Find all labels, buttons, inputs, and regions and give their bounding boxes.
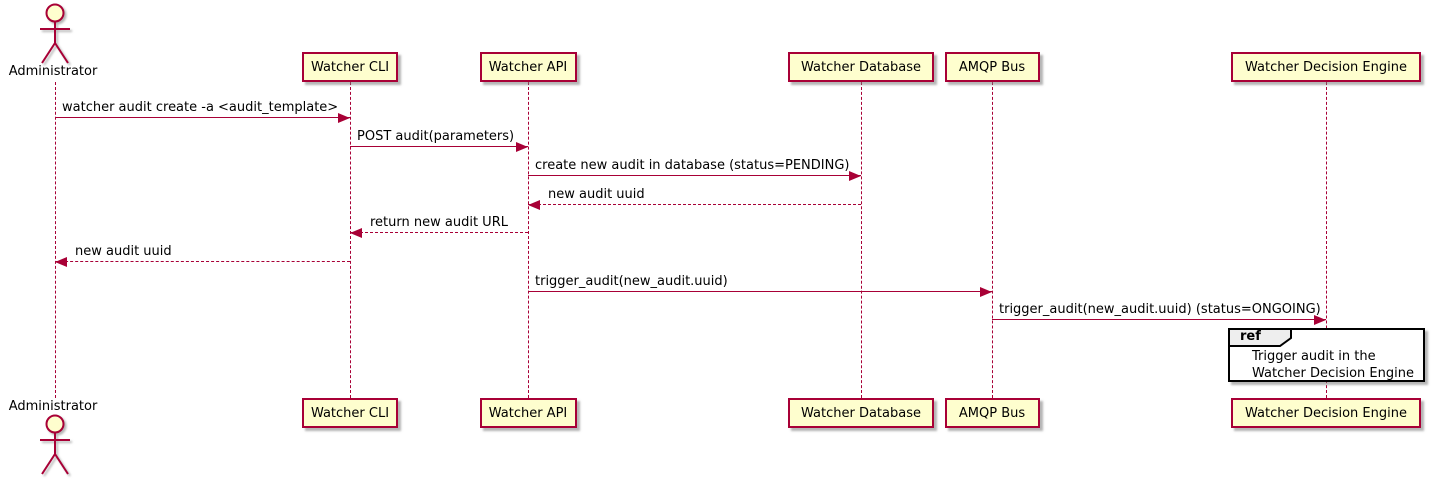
participant-watcher-database: Watcher Database xyxy=(788,52,934,82)
participant-watcher-api: Watcher API xyxy=(479,398,577,428)
message-line xyxy=(55,261,350,262)
message-label: watcher audit create -a <audit_template> xyxy=(62,100,339,115)
arrowhead-icon xyxy=(55,256,67,267)
lifeline-watcher-api xyxy=(528,82,529,398)
lifeline-amqp-bus xyxy=(992,82,993,398)
message-line xyxy=(528,175,861,176)
message-label: trigger_audit(new_audit.uuid) (status=ON… xyxy=(999,302,1321,317)
ref-text-line: Trigger audit in the xyxy=(1252,349,1376,364)
participant-watcher-database: Watcher Database xyxy=(788,398,934,428)
lifeline-watcher-decision-engine xyxy=(1326,82,1327,398)
participant-watcher-decision-engine: Watcher Decision Engine xyxy=(1231,52,1421,82)
message-line xyxy=(55,117,350,118)
lifeline-administrator xyxy=(55,82,56,398)
ref-body: Trigger audit in the Watcher Decision En… xyxy=(1252,348,1414,382)
message-label: trigger_audit(new_audit.uuid) xyxy=(535,274,728,289)
message-label: new audit uuid xyxy=(548,187,645,202)
lifeline-watcher-cli xyxy=(350,82,351,398)
arrowhead-icon xyxy=(980,286,992,297)
message-line xyxy=(528,291,992,292)
actor-label: Administrator xyxy=(8,64,98,79)
message-line xyxy=(528,204,861,205)
ref-keyword: ref xyxy=(1240,329,1261,344)
participant-watcher-cli: Watcher CLI xyxy=(302,52,398,82)
arrowhead-icon xyxy=(1314,314,1326,325)
message-label: new audit uuid xyxy=(75,244,172,259)
ref-tab-shape-icon xyxy=(1228,328,1292,347)
message-line xyxy=(992,319,1326,320)
participant-watcher-decision-engine: Watcher Decision Engine xyxy=(1231,398,1421,428)
arrowhead-icon xyxy=(528,199,540,210)
arrowhead-icon xyxy=(338,112,350,123)
participant-amqp-bus: AMQP Bus xyxy=(944,398,1040,428)
participant-watcher-cli: Watcher CLI xyxy=(302,398,398,428)
message-line xyxy=(350,146,528,147)
message-label: POST audit(parameters) xyxy=(357,129,515,144)
ref-text-line: Watcher Decision Engine xyxy=(1252,366,1414,381)
message-label: return new audit URL xyxy=(370,215,508,230)
ref-keyword-tab: ref xyxy=(1228,328,1292,347)
message-label: create new audit in database (status=PEN… xyxy=(535,158,850,173)
arrowhead-icon xyxy=(350,227,362,238)
arrowhead-icon xyxy=(516,141,528,152)
ref-fragment: ref Trigger audit in the Watcher Decisio… xyxy=(1228,328,1425,382)
lifeline-watcher-database xyxy=(861,82,862,398)
actor-icon xyxy=(40,414,70,475)
arrowhead-icon xyxy=(849,170,861,181)
actor-label: Administrator xyxy=(8,399,98,414)
participant-amqp-bus: AMQP Bus xyxy=(944,52,1040,82)
message-line xyxy=(350,232,528,233)
participant-watcher-api: Watcher API xyxy=(479,52,577,82)
actor-icon xyxy=(40,3,70,64)
